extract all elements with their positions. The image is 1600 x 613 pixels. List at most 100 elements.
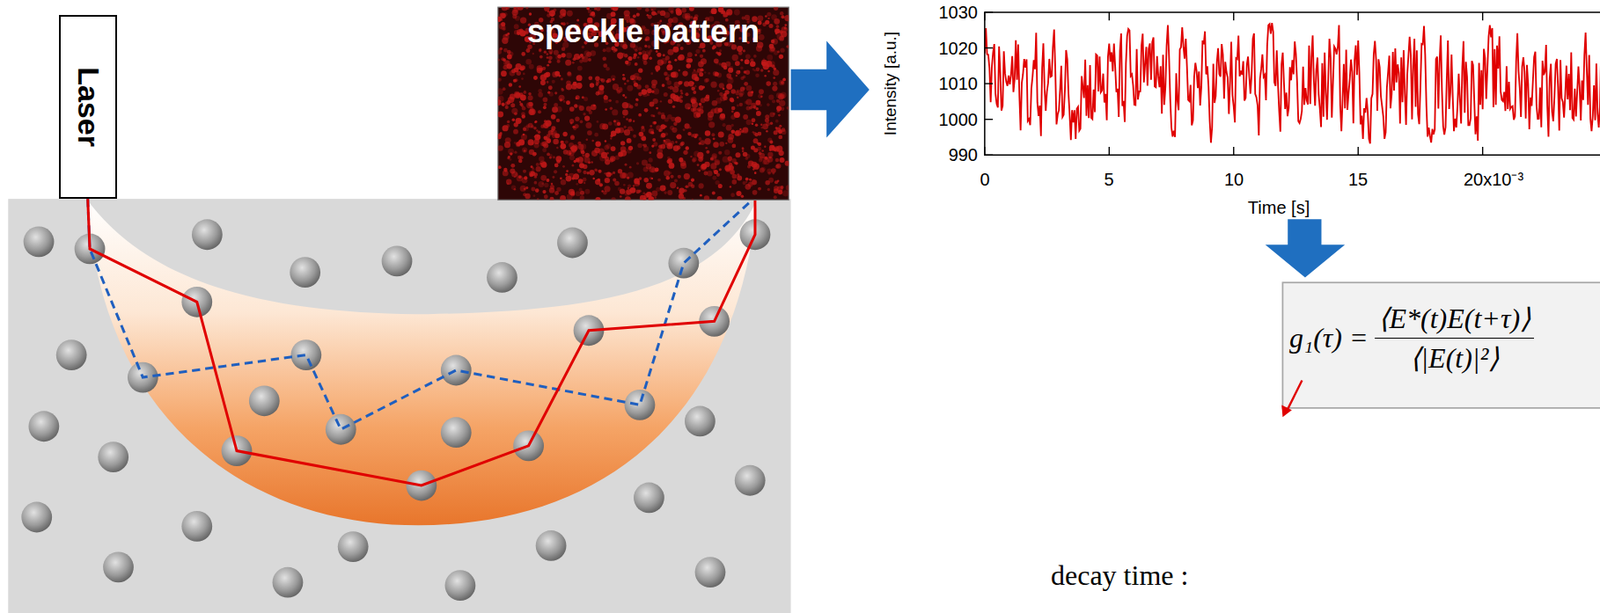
speckle-dot [705,150,710,155]
speckle-dot [732,179,738,185]
speckle-dot [569,106,575,112]
speckle-dot [614,181,620,187]
speckle-dot [579,53,584,58]
speckle-dot [605,66,610,71]
speckle-dot [560,179,566,185]
speckle-dot [650,72,654,75]
speckle-dot [733,112,736,116]
speckle-dot [626,176,630,180]
speckle-dot [498,132,502,137]
speckle-dot [680,80,684,85]
speckle-dot [590,50,597,57]
speckle-dot [763,74,767,78]
speckle-dot [754,171,757,175]
speckle-dot [590,104,597,111]
speckle-dot [629,166,632,169]
speckle-dot [752,104,756,108]
speckle-dot [504,169,507,173]
speckle-dot [662,53,666,57]
speckle-dot [585,122,592,129]
speckle-dot [758,151,763,155]
speckle-dot [682,197,686,201]
speckle-dot [653,98,659,104]
speckle-dot [769,156,772,160]
speckle-dot [578,178,584,184]
speckle-dot [554,91,558,95]
speckle-dot [647,51,652,56]
speckle-dot [727,156,733,162]
speckle-dot [542,147,547,153]
speckle-dot [704,146,708,150]
speckle-dot [761,61,766,67]
speckle-dot [562,132,567,137]
speckle-dot [699,54,704,59]
speckle-dot [596,120,600,124]
speckle-dot [735,70,741,75]
speckle-dot [525,7,529,9]
speckle-dot [773,146,779,152]
speckle-dot [683,123,690,129]
speckle-dot [500,25,507,31]
speckle-dot [582,112,586,116]
speckle-dot [559,176,563,180]
speckle-dot [537,92,544,98]
speckle-dot [622,94,625,97]
speckle-dot [536,135,540,139]
speckle-dot [628,146,633,151]
speckle-dot [623,129,631,136]
speckle-dot [779,11,784,15]
speckle-dot [660,114,666,119]
speckle-dot [754,69,756,72]
speckle-dot [612,78,616,81]
speckle-dot [655,187,661,192]
speckle-dot [784,23,787,27]
speckle-dot [637,143,642,148]
speckle-dot [581,154,584,157]
speckle-dot [674,178,678,183]
laser-label: Laser [71,66,106,147]
speckle-dot [544,72,551,78]
speckle-dot [498,165,502,169]
speckle-dot [565,59,572,67]
scatterer [21,502,52,534]
speckle-dot [596,178,601,183]
speckle-dot [664,132,668,136]
speckle-dot [686,63,692,69]
speckle-dot [670,140,676,146]
y-tick-label: 1000 [939,110,979,130]
speckle-dot [511,185,516,191]
speckle-dot [698,72,704,77]
speckle-dot [560,77,564,81]
speckle-dot [530,186,536,191]
speckle-dot [762,123,769,130]
x-tick [1357,12,1359,155]
speckle-dot [760,68,764,73]
speckle-dot [577,141,581,146]
speckle-dot [551,106,558,113]
speckle-dot [573,103,578,108]
speckle-dot [508,158,512,162]
y-tick [984,154,993,156]
speckle-dot [565,169,569,173]
speckle-dot [582,177,588,183]
speckle-dot [699,156,704,161]
speckle-dot [734,130,742,137]
speckle-dot [751,123,754,125]
speckle-dot [697,61,705,68]
photon-path [88,198,756,486]
speckle-dot [632,120,635,123]
speckle-dot [668,162,676,169]
speckle-dot [759,155,764,161]
scatterer [23,226,55,257]
speckle-dot [551,80,556,84]
speckle-dot [650,131,654,135]
speckle-dot [575,96,579,100]
speckle-dot [541,141,547,147]
speckle-dot [546,52,550,56]
speckle-dot [695,133,699,138]
speckle-dot [542,190,546,194]
speckle-dot [725,167,731,173]
speckle-dot [606,152,610,155]
speckle-dot [522,90,527,95]
speckle-dot [697,157,703,162]
